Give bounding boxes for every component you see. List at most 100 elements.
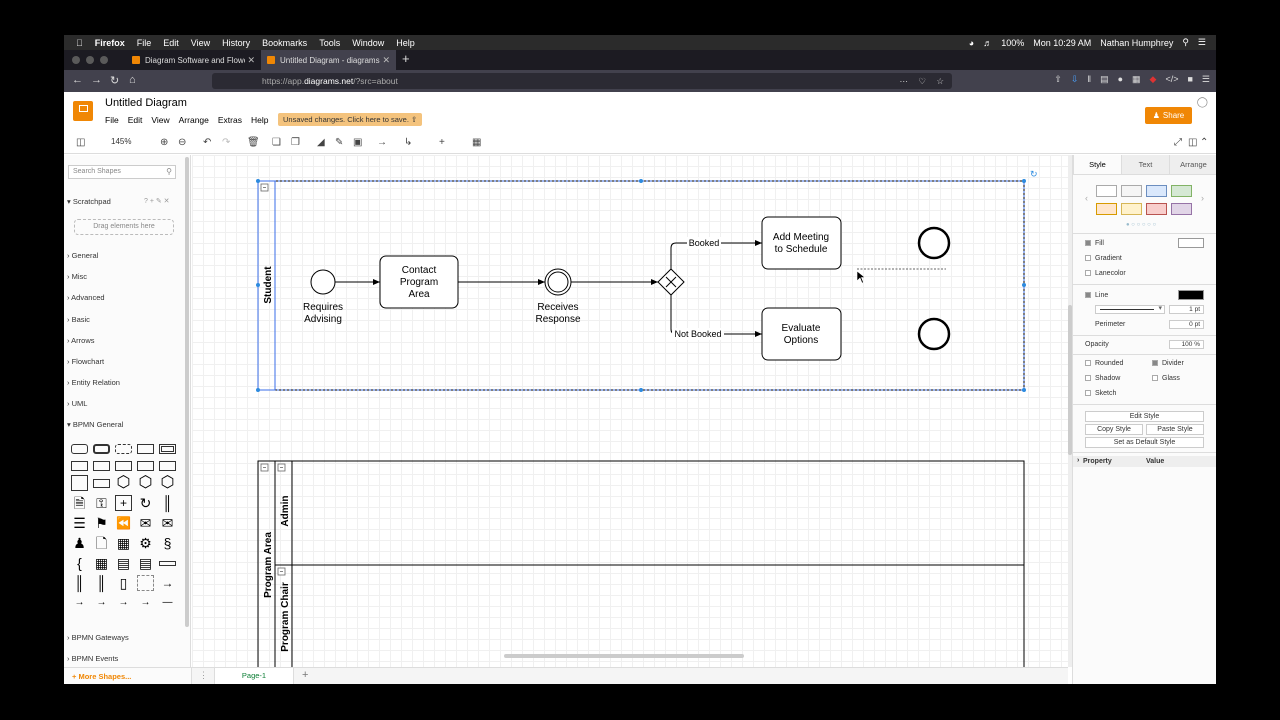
spotlight-icon[interactable]: ⚲ [1182, 37, 1189, 47]
extension-icon[interactable]: ▦ [1132, 74, 1141, 84]
glass-checkbox[interactable] [1152, 375, 1158, 382]
shape-lane[interactable]: ▯ [119, 575, 128, 591]
to-back-icon[interactable]: ❐ [291, 137, 300, 148]
shape-envelope[interactable]: ✉ [161, 515, 174, 531]
mac-menu-help[interactable]: Help [389, 37, 415, 48]
section-arrows[interactable]: › Arrows [67, 336, 95, 345]
shape-edge-4[interactable]: → [140, 597, 151, 608]
section-general[interactable]: › General [67, 251, 99, 260]
chevron-right-icon[interactable]: › [1077, 457, 1080, 464]
reload-icon[interactable]: ↻ [110, 75, 120, 87]
unsaved-changes-banner[interactable]: Unsaved changes. Click here to save. ⇧ [278, 113, 423, 126]
paste-style-button[interactable]: Paste Style [1146, 424, 1204, 435]
shape-task-service[interactable] [93, 461, 110, 471]
selection-handles[interactable] [256, 179, 1026, 392]
shape-rewind[interactable]: ⏪ [116, 516, 131, 530]
line-color-icon[interactable]: ✎ [335, 137, 344, 148]
zoom-in-icon[interactable]: ⊕ [160, 137, 169, 148]
apple-icon[interactable]:  [76, 38, 83, 48]
program-area-pool[interactable] [257, 460, 1025, 667]
sketch-row[interactable]: Sketch [1085, 390, 1116, 397]
pocket-icon[interactable]: ♡ [918, 75, 926, 86]
shape-documents[interactable]: 🗋 [95, 535, 108, 551]
shape-user[interactable]: ♟ [73, 535, 86, 551]
section-uml[interactable]: › UML [67, 399, 88, 408]
shape-task[interactable] [71, 444, 88, 454]
section-entity-relation[interactable]: › Entity Relation [67, 378, 120, 387]
shape-task-send[interactable] [137, 461, 154, 471]
copy-style-button[interactable]: Copy Style [1085, 424, 1143, 435]
section-bpmn-gateways[interactable]: › BPMN Gateways [67, 633, 129, 642]
mac-menu-bookmarks[interactable]: Bookmarks [255, 37, 307, 48]
zoom-level[interactable]: 145% [111, 137, 132, 146]
task-evaluate-options[interactable] [761, 307, 842, 361]
menu-edit[interactable]: Edit [127, 115, 143, 125]
zoom-out-icon[interactable]: ⊖ [178, 137, 187, 148]
document-title[interactable]: Untitled Diagram [105, 97, 187, 109]
collapse-icon[interactable]: ⌃ [1200, 137, 1209, 148]
shape-rectangle[interactable] [71, 475, 88, 491]
glass-row[interactable]: Glass [1152, 375, 1180, 382]
battery-percent[interactable]: 100% [1001, 37, 1025, 48]
share-icon[interactable]: ⇧ [1054, 74, 1062, 84]
shape-edge-5[interactable]: — [162, 597, 173, 608]
shape-hexagon-2[interactable]: ⬡ [138, 474, 153, 491]
student-pool[interactable] [257, 180, 1025, 391]
shape-pool-vertical-2[interactable]: ║ [96, 575, 107, 591]
shape-task-script[interactable] [115, 461, 132, 471]
page-actions-icon[interactable]: ⋯ [899, 75, 909, 86]
back-icon[interactable]: ← [72, 74, 83, 86]
section-bpmn-events[interactable]: › BPMN Events [67, 654, 119, 663]
section-bpmn-general[interactable]: ▾ BPMN General [67, 420, 124, 429]
perimeter-input[interactable]: 0 pt [1169, 320, 1204, 329]
minimize-window-button[interactable] [86, 56, 94, 64]
section-basic[interactable]: › Basic [67, 315, 90, 324]
mac-menu-tools[interactable]: Tools [312, 37, 340, 48]
new-tab-icon[interactable]: + [402, 51, 410, 66]
canvas-horizontal-scrollbar[interactable] [504, 654, 744, 658]
shape-flag[interactable]: ⚑ [95, 515, 108, 531]
shape-loop[interactable]: ↻ [139, 495, 152, 511]
sketch-checkbox[interactable] [1085, 390, 1091, 397]
rounded-row[interactable]: Rounded [1085, 360, 1123, 367]
shape-connector[interactable]: → [161, 576, 174, 590]
download-icon[interactable]: ⇩ [1070, 74, 1079, 84]
menu-help[interactable]: Help [250, 115, 269, 125]
bookmark-star-icon[interactable]: ☆ [936, 75, 944, 86]
wifi-icon[interactable]: ◕ [968, 37, 975, 48]
shape-grid-table-2[interactable]: ▤ [116, 555, 131, 571]
scratchpad-tools[interactable]: ? + ✎ ✕ [144, 198, 170, 205]
shape-transaction[interactable] [159, 444, 176, 454]
rounded-checkbox[interactable] [1085, 360, 1091, 367]
volume-icon[interactable]: ♬ [983, 37, 993, 48]
lanecolor-checkbox[interactable] [1085, 270, 1091, 277]
end-event-2[interactable] [917, 317, 951, 351]
format-panel-toggle-icon[interactable]: ◫ [76, 137, 86, 148]
line-color-picker[interactable] [1178, 290, 1204, 300]
undo-icon[interactable]: ↶ [203, 137, 212, 148]
shape-grid-table[interactable]: ▦ [94, 555, 109, 571]
swatch[interactable] [1121, 203, 1142, 215]
swatch-prev-icon[interactable]: ‹ [1085, 193, 1088, 203]
diagram-canvas[interactable]: Student ↻ Requires Advising Contact Prog… [192, 155, 1068, 667]
pages-menu-icon[interactable]: ⋮ [199, 670, 208, 680]
table-icon[interactable]: ▦ [472, 137, 482, 148]
section-misc[interactable]: › Misc [67, 272, 88, 281]
section-scratchpad[interactable]: ▾ Scratchpad [67, 197, 111, 206]
swatch[interactable] [1096, 185, 1117, 197]
scroll-thumb[interactable] [1068, 305, 1072, 455]
task-add-meeting[interactable] [761, 216, 842, 270]
shape-envelope-filled[interactable]: ✉ [139, 515, 152, 531]
set-default-style-button[interactable]: Set as Default Style [1085, 437, 1204, 448]
shape-group[interactable] [137, 575, 154, 591]
user-name[interactable]: Nathan Humphrey [1100, 37, 1174, 48]
sidebar-icon[interactable]: ▤ [1100, 74, 1109, 84]
insert-icon[interactable]: + [439, 137, 445, 148]
scratchpad-drop-zone[interactable]: Drag elements here [74, 219, 174, 235]
clock[interactable]: Mon 10:29 AM [1033, 37, 1092, 48]
delete-icon[interactable]: 🗑 [247, 137, 260, 148]
tab-arrange[interactable]: Arrange [1169, 155, 1216, 174]
fullscreen-icon[interactable]: ⤢ [1174, 137, 1182, 148]
menu-icon[interactable]: ☰ [1201, 74, 1210, 84]
swatch[interactable] [1146, 203, 1167, 215]
